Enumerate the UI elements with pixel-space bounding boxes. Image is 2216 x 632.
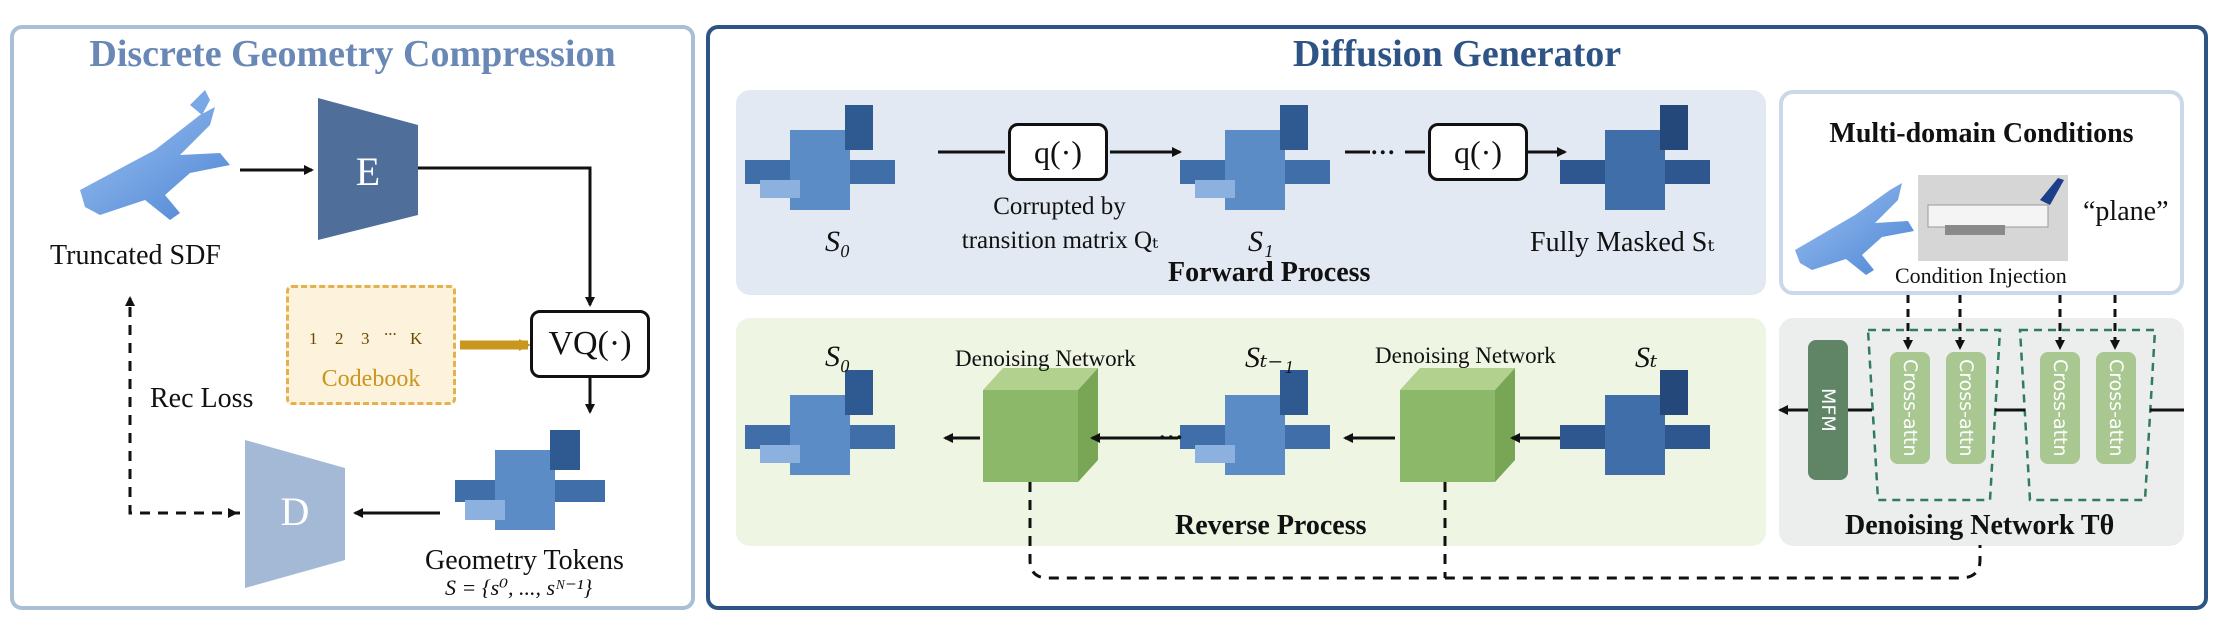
cross-attn-1: Cross-attn [1890, 352, 1930, 464]
compression-title: Discrete Geometry Compression [89, 33, 616, 75]
codebook-entry-2: 2 [335, 329, 344, 348]
cross-attn-4-label: Cross-attn [2105, 359, 2127, 457]
reverse-st1-label: Sₜ₋₁ [1245, 341, 1294, 374]
voxel-s0-reverse-icon [745, 370, 895, 475]
encoder-label: E [355, 149, 381, 194]
voxel-st-reverse-icon [1560, 370, 1710, 475]
denoise-label-1: Denoising Network [955, 346, 1136, 371]
geometry-tokens-label: Geometry Tokens [425, 545, 624, 576]
cross-attn-1-label: Cross-attn [1899, 359, 1921, 457]
denoise-label-2: Denoising Network [1375, 343, 1556, 368]
plane-sdf-icon [80, 90, 230, 220]
codebook-box [286, 285, 456, 405]
cross-attn-2-label: Cross-attn [1955, 359, 1977, 457]
forward-process-label: Forward Process [1168, 257, 1371, 288]
fully-masked-label: Fully Masked Sₜ [1530, 227, 1715, 258]
vq-block: VQ(·) [530, 310, 650, 378]
condition-photo-icon [1918, 175, 2068, 261]
denoise-cube-2 [1400, 368, 1515, 482]
reverse-process-label: Reverse Process [1175, 510, 1367, 541]
mfm-block: MFM [1808, 340, 1848, 480]
denoising-network-title: Denoising Network Tθ [1845, 510, 2115, 541]
truncated-sdf-label: Truncated SDF [50, 240, 221, 271]
rec-loss-label: Rec Loss [150, 383, 254, 414]
corrupted-line2: transition matrix Qₜ [961, 227, 1159, 254]
codebook-entry-3: 3 [361, 329, 370, 348]
codebook-label: Codebook [321, 366, 421, 392]
codebook-entry-dots: ... [384, 320, 397, 339]
codebook-entry-1: 1 [309, 329, 318, 348]
cross-attn-4: Cross-attn [2096, 352, 2136, 464]
voxel-st1-reverse-icon [1180, 370, 1330, 475]
diffusion-title: Diffusion Generator [1292, 33, 1622, 75]
mfm-label: MFM [1817, 388, 1839, 432]
codebook-entry-k: K [410, 329, 423, 348]
forward-s1-label: S₁ [1248, 225, 1274, 258]
voxel-s1-forward-icon [1180, 105, 1330, 210]
cross-attn-2: Cross-attn [1946, 352, 1986, 464]
token-formula: S = {s⁰, ..., sᴺ⁻¹} [445, 575, 593, 600]
encoder-block [318, 98, 418, 240]
cross-attn-3-label: Cross-attn [2049, 359, 2071, 457]
forward-dots: ... [1370, 125, 1396, 162]
compression-panel [10, 25, 695, 610]
diffusion-panel [706, 25, 2208, 610]
voxel-tokens-icon [455, 430, 605, 530]
conditions-title: Multi-domain Conditions [1829, 118, 2134, 149]
corrupted-line1: Corrupted by [993, 193, 1126, 220]
condition-plane-icon [1795, 183, 1914, 275]
q-block-2: q(·) [1428, 123, 1528, 181]
denoise-cube-1 [983, 368, 1098, 482]
voxel-st-forward-icon [1560, 105, 1710, 210]
decoder-block [245, 440, 345, 588]
reverse-dots: ... [1158, 410, 1184, 447]
condition-injection-label: Condition Injection [1895, 263, 2067, 288]
text-prompt: “plane” [2083, 196, 2169, 227]
cross-attn-3: Cross-attn [2040, 352, 2080, 464]
decoder-label: D [280, 489, 310, 534]
reverse-s0-label: S₀ [825, 340, 851, 373]
reverse-st-label: Sₜ [1635, 341, 1658, 374]
voxel-s0-forward-icon [745, 105, 895, 210]
forward-s0-label: S₀ [825, 225, 851, 258]
q-block-1: q(·) [1008, 123, 1108, 181]
